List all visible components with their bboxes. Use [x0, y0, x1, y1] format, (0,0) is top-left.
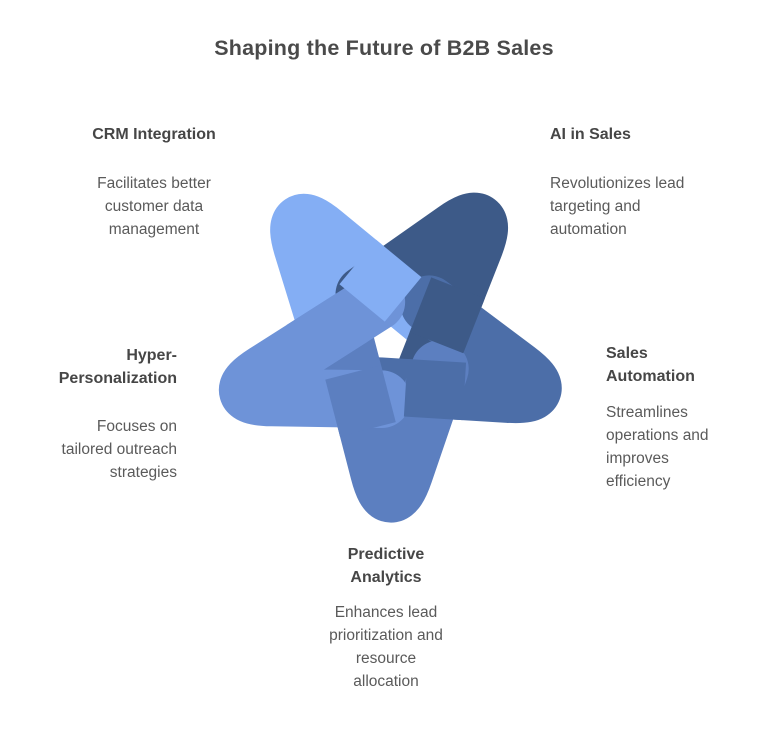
- node-label: CRM Integration: [92, 126, 216, 143]
- node-description: Streamlines operations and improves effi…: [606, 404, 709, 490]
- node-description: Revolutionizes lead targeting and automa…: [550, 175, 685, 238]
- node-hyper-personalization: Hyper-Personalization Focuses on tailore…: [17, 344, 177, 484]
- knot-loop-ai-in-sales: [335, 192, 508, 399]
- knot-loop-sales-automation: [347, 275, 561, 424]
- node-label: AI in Sales: [550, 126, 631, 143]
- node-label: Sales Automation: [606, 345, 695, 385]
- node-description: Facilitates better customer data managem…: [97, 175, 211, 238]
- node-label: Hyper-Personalization: [58, 347, 177, 387]
- knot-loop-hyper-personalization: [219, 273, 411, 428]
- node-description: Focuses on tailored outreach strategies: [61, 418, 177, 481]
- node-crm-integration: CRM Integration Facilitates better custo…: [34, 123, 274, 241]
- node-label: Predictive Analytics: [347, 546, 425, 586]
- knot-loop-crm-integration: [270, 193, 455, 382]
- node-sales-automation: Sales Automation Streamlines operations …: [606, 342, 724, 493]
- node-description: Enhances lead prioritization and resourc…: [329, 604, 443, 690]
- page-title: Shaping the Future of B2B Sales: [214, 36, 554, 60]
- node-ai-in-sales: AI in Sales Revolutionizes lead targetin…: [550, 123, 720, 241]
- node-predictive-analytics: Predictive Analytics Enhances lead prior…: [296, 543, 476, 693]
- knot-loop-predictive-analytics: [317, 315, 469, 523]
